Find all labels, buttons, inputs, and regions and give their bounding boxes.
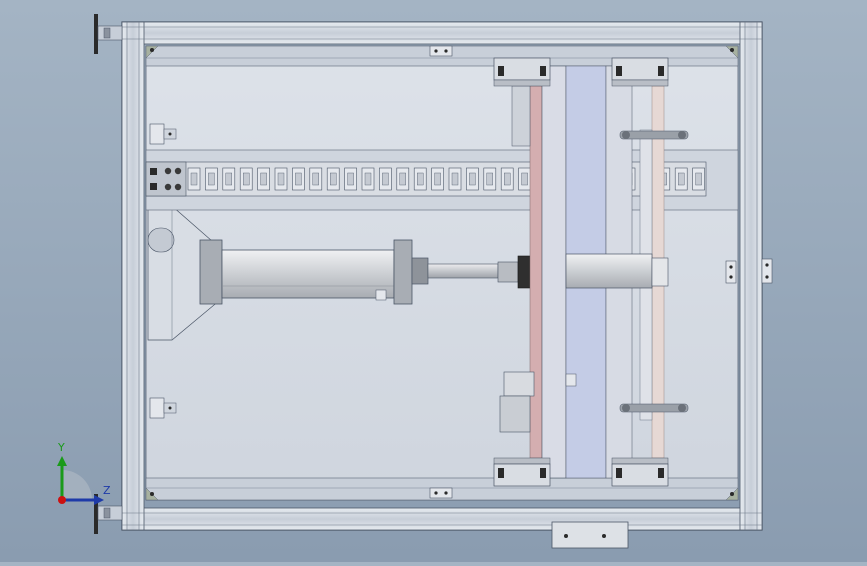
chain-link-slot xyxy=(417,172,424,186)
chain-link-slot xyxy=(330,172,337,186)
chain-link-slot xyxy=(469,172,476,186)
chain-link-slot xyxy=(295,172,302,186)
chain-link-slot xyxy=(486,172,493,186)
chain-link-slot xyxy=(260,172,267,186)
chain-link-slot xyxy=(208,172,215,186)
left-brackets xyxy=(149,123,177,419)
chain-link-slot xyxy=(242,172,250,186)
cable-chain-track xyxy=(145,149,739,211)
mounting-tabs xyxy=(148,45,773,549)
chain-link-slot xyxy=(399,172,406,186)
chain-link-slot xyxy=(347,172,354,186)
chain-link-slot xyxy=(277,172,285,186)
coordinate-triad-icon xyxy=(57,456,104,505)
leveling-feet xyxy=(94,14,123,534)
chain-link-slot xyxy=(695,172,702,186)
chain-link-slot xyxy=(382,172,389,186)
sprockets xyxy=(619,130,689,413)
chain-link-slot xyxy=(451,172,459,186)
chain-link-slot xyxy=(434,172,441,186)
chain-link-slot xyxy=(678,172,685,186)
pneumatic-cylinder xyxy=(199,239,533,305)
bearing-blocks xyxy=(493,57,669,487)
chain-link-slot xyxy=(312,172,319,186)
chain-link-slot xyxy=(504,172,511,186)
motor-block xyxy=(499,371,577,433)
chain-link-slot xyxy=(521,172,528,186)
axis-label-z: Z xyxy=(103,484,111,497)
chain-link-slot xyxy=(364,172,372,186)
rod-end-housing xyxy=(565,253,669,289)
chain-link-slot xyxy=(225,172,233,186)
chain-link-slot xyxy=(190,172,198,186)
axis-label-y: Y xyxy=(58,441,65,454)
